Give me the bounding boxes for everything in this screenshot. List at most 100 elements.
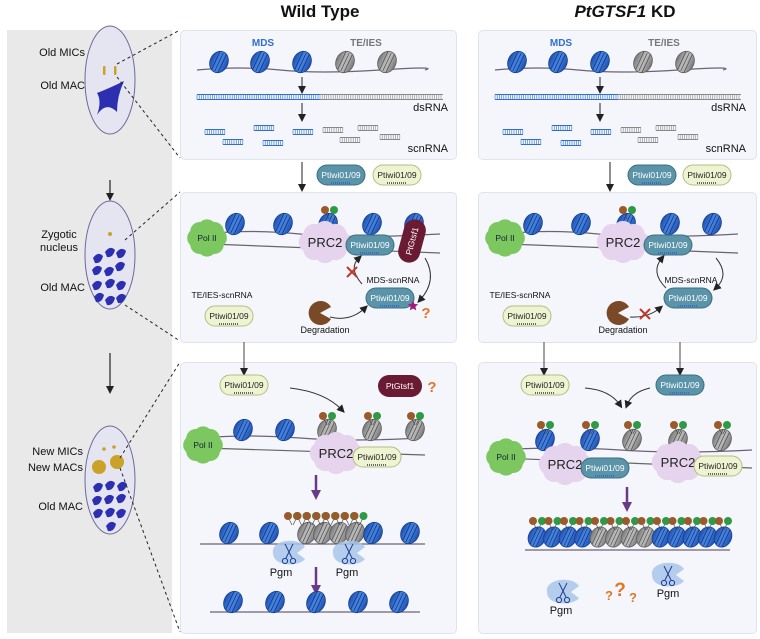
mark-stem [327, 418, 332, 426]
label-zygotic-line2: nucleus [40, 242, 78, 254]
nucleosome-stripe [532, 528, 542, 546]
ptgtsf1-label: PtGtsf1 [386, 381, 415, 391]
mark-stem [646, 523, 650, 531]
nucleosome-stripe [370, 216, 380, 235]
ptiwi-te-body [372, 164, 422, 186]
scissors-handle [349, 557, 357, 565]
old-mac-fragment [115, 261, 125, 272]
kd-prc2: PRC2 [596, 220, 650, 264]
kd-prc2-left: PRC2 [538, 442, 592, 486]
nucleosome-stripe [264, 523, 274, 543]
wt-mds-nucleosome [259, 521, 279, 545]
histone-mark-brown [714, 421, 722, 429]
cross-stroke [346, 266, 358, 278]
mark-stem [677, 523, 681, 531]
ptiwi-mds-body [663, 287, 713, 309]
old-mac-fragment [92, 495, 102, 506]
mark-stem [288, 518, 293, 526]
nucleosome-stripe [281, 216, 291, 235]
wt-te-nucleosome [377, 50, 397, 74]
nucleosome-stripe [402, 522, 412, 541]
wt-ptiwi-te-loaded: Ptiwi01/09 [372, 164, 422, 186]
ptiwi-label: Ptiwi01/09 [668, 293, 707, 303]
mark-stem [411, 418, 416, 426]
zoom-line [119, 467, 181, 633]
histone-mark-brown [364, 412, 372, 420]
nucleosome-stripe [334, 523, 344, 543]
nucleosome-stripe [311, 592, 321, 612]
kd-pol2-box3: Pol II [486, 438, 526, 476]
nucleosome-stripe [217, 54, 227, 73]
histone-mark-green [416, 412, 424, 420]
kd-mds-nucleosome [580, 428, 600, 452]
kd-histone-marks [529, 517, 546, 531]
wt-mds-nucleosome-final [348, 590, 368, 614]
ptiwi-te-body [520, 374, 570, 396]
nucleosome-stripe [707, 214, 717, 234]
nucleosome-stripe [627, 430, 637, 450]
wt-mds-nucleosome [362, 212, 382, 236]
wt-label-scnrna: scnRNA [408, 143, 449, 155]
ptiwi-te-body [219, 374, 269, 396]
mark-stem [584, 523, 588, 531]
wt-cross-reload [346, 266, 358, 278]
histone-mark-green [615, 517, 624, 525]
ptiwi-label: Ptiwi01/09 [377, 170, 416, 180]
title-wild-type: Wild Type [280, 2, 360, 21]
new-mac [110, 455, 124, 469]
wt-pgm-right [332, 540, 365, 565]
histone-mark-green [553, 517, 562, 525]
kd-arrow-reload [656, 254, 667, 289]
nucleosome-stripe [690, 529, 700, 548]
nucleosome-stripe [675, 529, 684, 548]
scnrna-fragment [292, 129, 314, 135]
wt-dsrna-mds [196, 94, 320, 100]
old-mac-fragment [105, 278, 115, 289]
nucleosome-stripe [255, 52, 265, 72]
nucleosome-stripe [382, 52, 392, 72]
nucleosome-stripe [550, 51, 560, 70]
histone-mark-brown [303, 512, 311, 520]
kd-label-dsrna: dsRNA [711, 102, 747, 114]
kd-histone-marks [714, 421, 731, 435]
zoom-line [119, 361, 181, 459]
nucleosome-stripe [531, 216, 541, 235]
nucleosome-stripe [368, 523, 378, 543]
nucleosome-stripe [221, 522, 231, 541]
scnrna-fragment [551, 125, 573, 131]
nucleosome-stripe [270, 592, 280, 612]
nucleosome-stripe [656, 528, 666, 546]
kd-te-nucleosome-compact [605, 526, 624, 548]
mark-stem [708, 523, 712, 531]
mark-stem [586, 427, 591, 435]
mark-stem [615, 523, 619, 531]
nucleosome-stripe [630, 432, 640, 451]
kd-mds-nucleosome-compact [713, 526, 733, 548]
nucleosome-stripe [294, 51, 304, 70]
wt-te-nucleosome [335, 50, 355, 74]
ptiwi-label: Ptiwi01/09 [350, 240, 389, 250]
kd-question-3: ? [629, 590, 637, 605]
wt-degradation-enzyme [308, 301, 331, 325]
kd-histone-marks [715, 517, 732, 531]
nucleosome-stripe [211, 51, 221, 70]
wt-ptgtsf1: PtGtsf1 [398, 219, 426, 263]
mark-stem [415, 418, 420, 426]
nucleosome-stripe [687, 528, 697, 546]
scissors-blade [345, 543, 354, 559]
mark-stem [545, 427, 550, 435]
kd-histone-marks [624, 421, 641, 435]
old-mic [114, 66, 117, 75]
wt-dsrna-te [319, 94, 443, 100]
mark-stem [580, 523, 584, 531]
scissors-handle [341, 557, 349, 565]
histone-mark-brown [560, 517, 568, 525]
kd-histone-marks [699, 517, 717, 531]
kd-histone-marks [637, 517, 655, 531]
wt-mds-nucleosome-final [389, 590, 409, 614]
kd-te-nucleosome [622, 428, 642, 452]
histone-mark-green [546, 421, 554, 429]
ptiwi-label: Ptiwi01/09 [648, 240, 687, 250]
mark-stem [292, 518, 297, 526]
